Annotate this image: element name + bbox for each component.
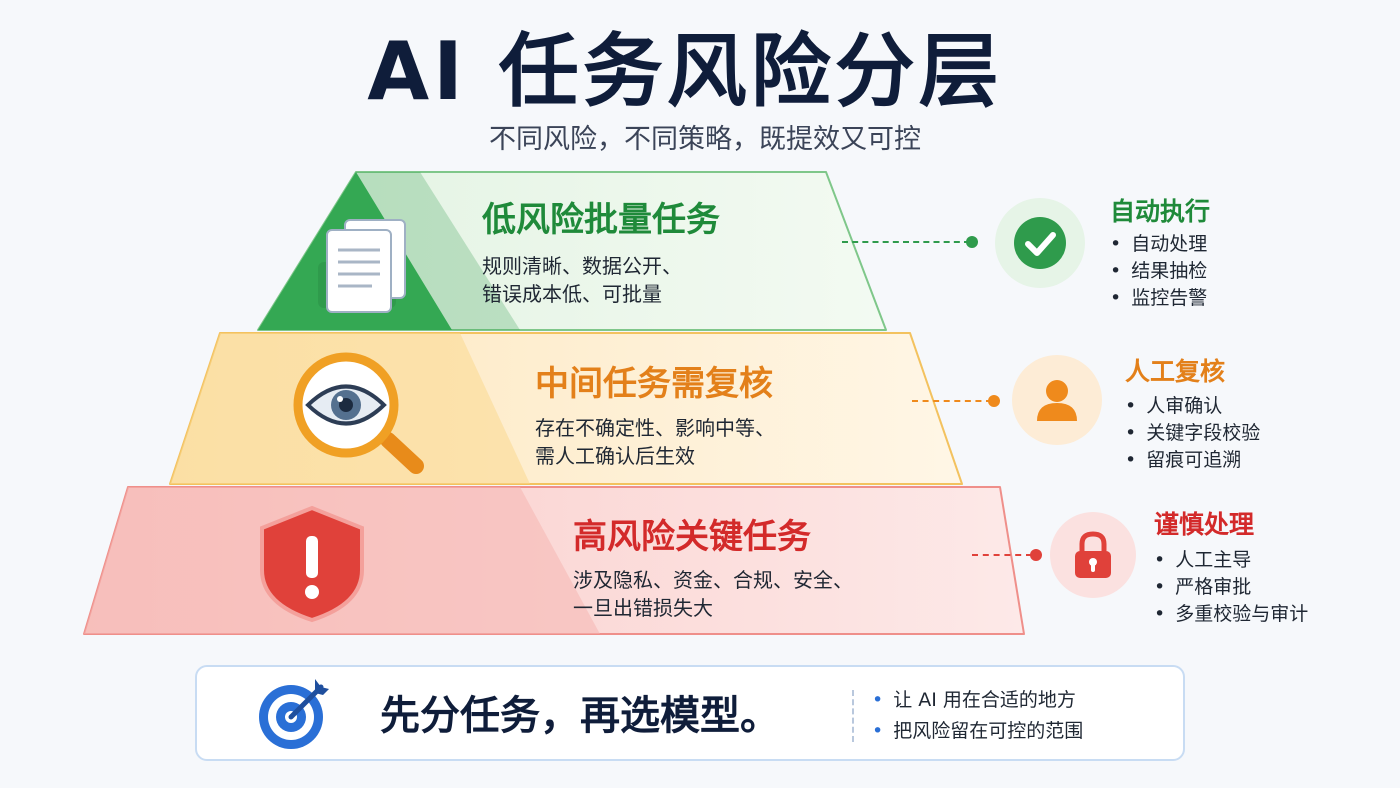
strategy-list-low: 自动处理 结果抽检 监控告警 (1110, 231, 1207, 312)
strategy-item: 人工主导 (1154, 547, 1308, 574)
strategy-title-mid: 人工复核 (1125, 357, 1226, 386)
strategy-item: 严格审批 (1154, 574, 1308, 601)
tier-title-high: 高风险关键任务 (573, 517, 811, 557)
tier-desc-high-line1: 涉及隐私、资金、合规、安全、 (573, 568, 853, 592)
connector-mid (912, 400, 992, 402)
strategy-icon-bg-mid (1012, 355, 1102, 445)
shield-alert-icon (260, 505, 364, 623)
tier-desc-mid-line1: 存在不确定性、影响中等、 (535, 416, 775, 440)
tier-desc-high-line2: 一旦出错损失大 (573, 596, 713, 620)
footer-point-2: • 把风险留在可控的范围 (872, 716, 1083, 746)
document-stack-icon (318, 219, 406, 313)
strategy-title-low: 自动执行 (1110, 197, 1211, 226)
footer-point-1: • 让 AI 用在合适的地方 (872, 685, 1076, 715)
tier-desc-mid-line2: 需人工确认后生效 (535, 444, 695, 468)
strategy-item: 监控告警 (1110, 285, 1207, 312)
check-circle-icon (1014, 217, 1066, 269)
connector-dot-mid (988, 395, 1000, 407)
footer-point-text: 让 AI 用在合适的地方 (893, 689, 1076, 711)
connector-dot-high (1030, 549, 1042, 561)
footer-divider (852, 690, 854, 742)
bullet-icon: • (872, 689, 884, 711)
footer-banner (195, 665, 1185, 761)
strategy-item: 关键字段校验 (1125, 420, 1260, 447)
strategy-item: 自动处理 (1110, 231, 1207, 258)
tier-title-low: 低风险批量任务 (482, 200, 720, 240)
tier-facet-low-shade (356, 172, 520, 330)
page-title: AI 任务风险分层 (367, 25, 1003, 118)
footer-point-text: 把风险留在可控的范围 (893, 720, 1084, 742)
strategy-item: 人审确认 (1125, 393, 1260, 420)
tier-desc-low-line1: 规则清晰、数据公开、 (482, 254, 682, 278)
page-subtitle: 不同风险，不同策略，既提效又可控 (489, 124, 921, 155)
tier-title-mid: 中间任务需复核 (535, 364, 773, 404)
strategy-title-high: 谨慎处理 (1154, 510, 1255, 539)
target-icon (259, 679, 329, 749)
strategy-icon-bg-low (995, 198, 1085, 288)
strategy-item: 结果抽检 (1110, 258, 1207, 285)
connector-low (842, 241, 970, 243)
footer-slogan: 先分任务，再选模型。 (380, 693, 780, 739)
magnifier-eye-icon (293, 352, 424, 474)
lock-icon (1075, 531, 1111, 578)
bullet-icon: • (872, 720, 884, 742)
person-icon (1037, 380, 1077, 421)
strategy-item: 多重校验与审计 (1154, 601, 1308, 628)
connector-dot-low (966, 236, 978, 248)
strategy-list-high: 人工主导 严格审批 多重校验与审计 (1154, 547, 1308, 628)
strategy-list-mid: 人审确认 关键字段校验 留痕可追溯 (1125, 393, 1260, 474)
strategy-item: 留痕可追溯 (1125, 447, 1260, 474)
strategy-icon-bg-high (1050, 512, 1136, 598)
tier-desc-low-line2: 错误成本低、可批量 (482, 282, 662, 306)
connector-high (972, 554, 1032, 556)
